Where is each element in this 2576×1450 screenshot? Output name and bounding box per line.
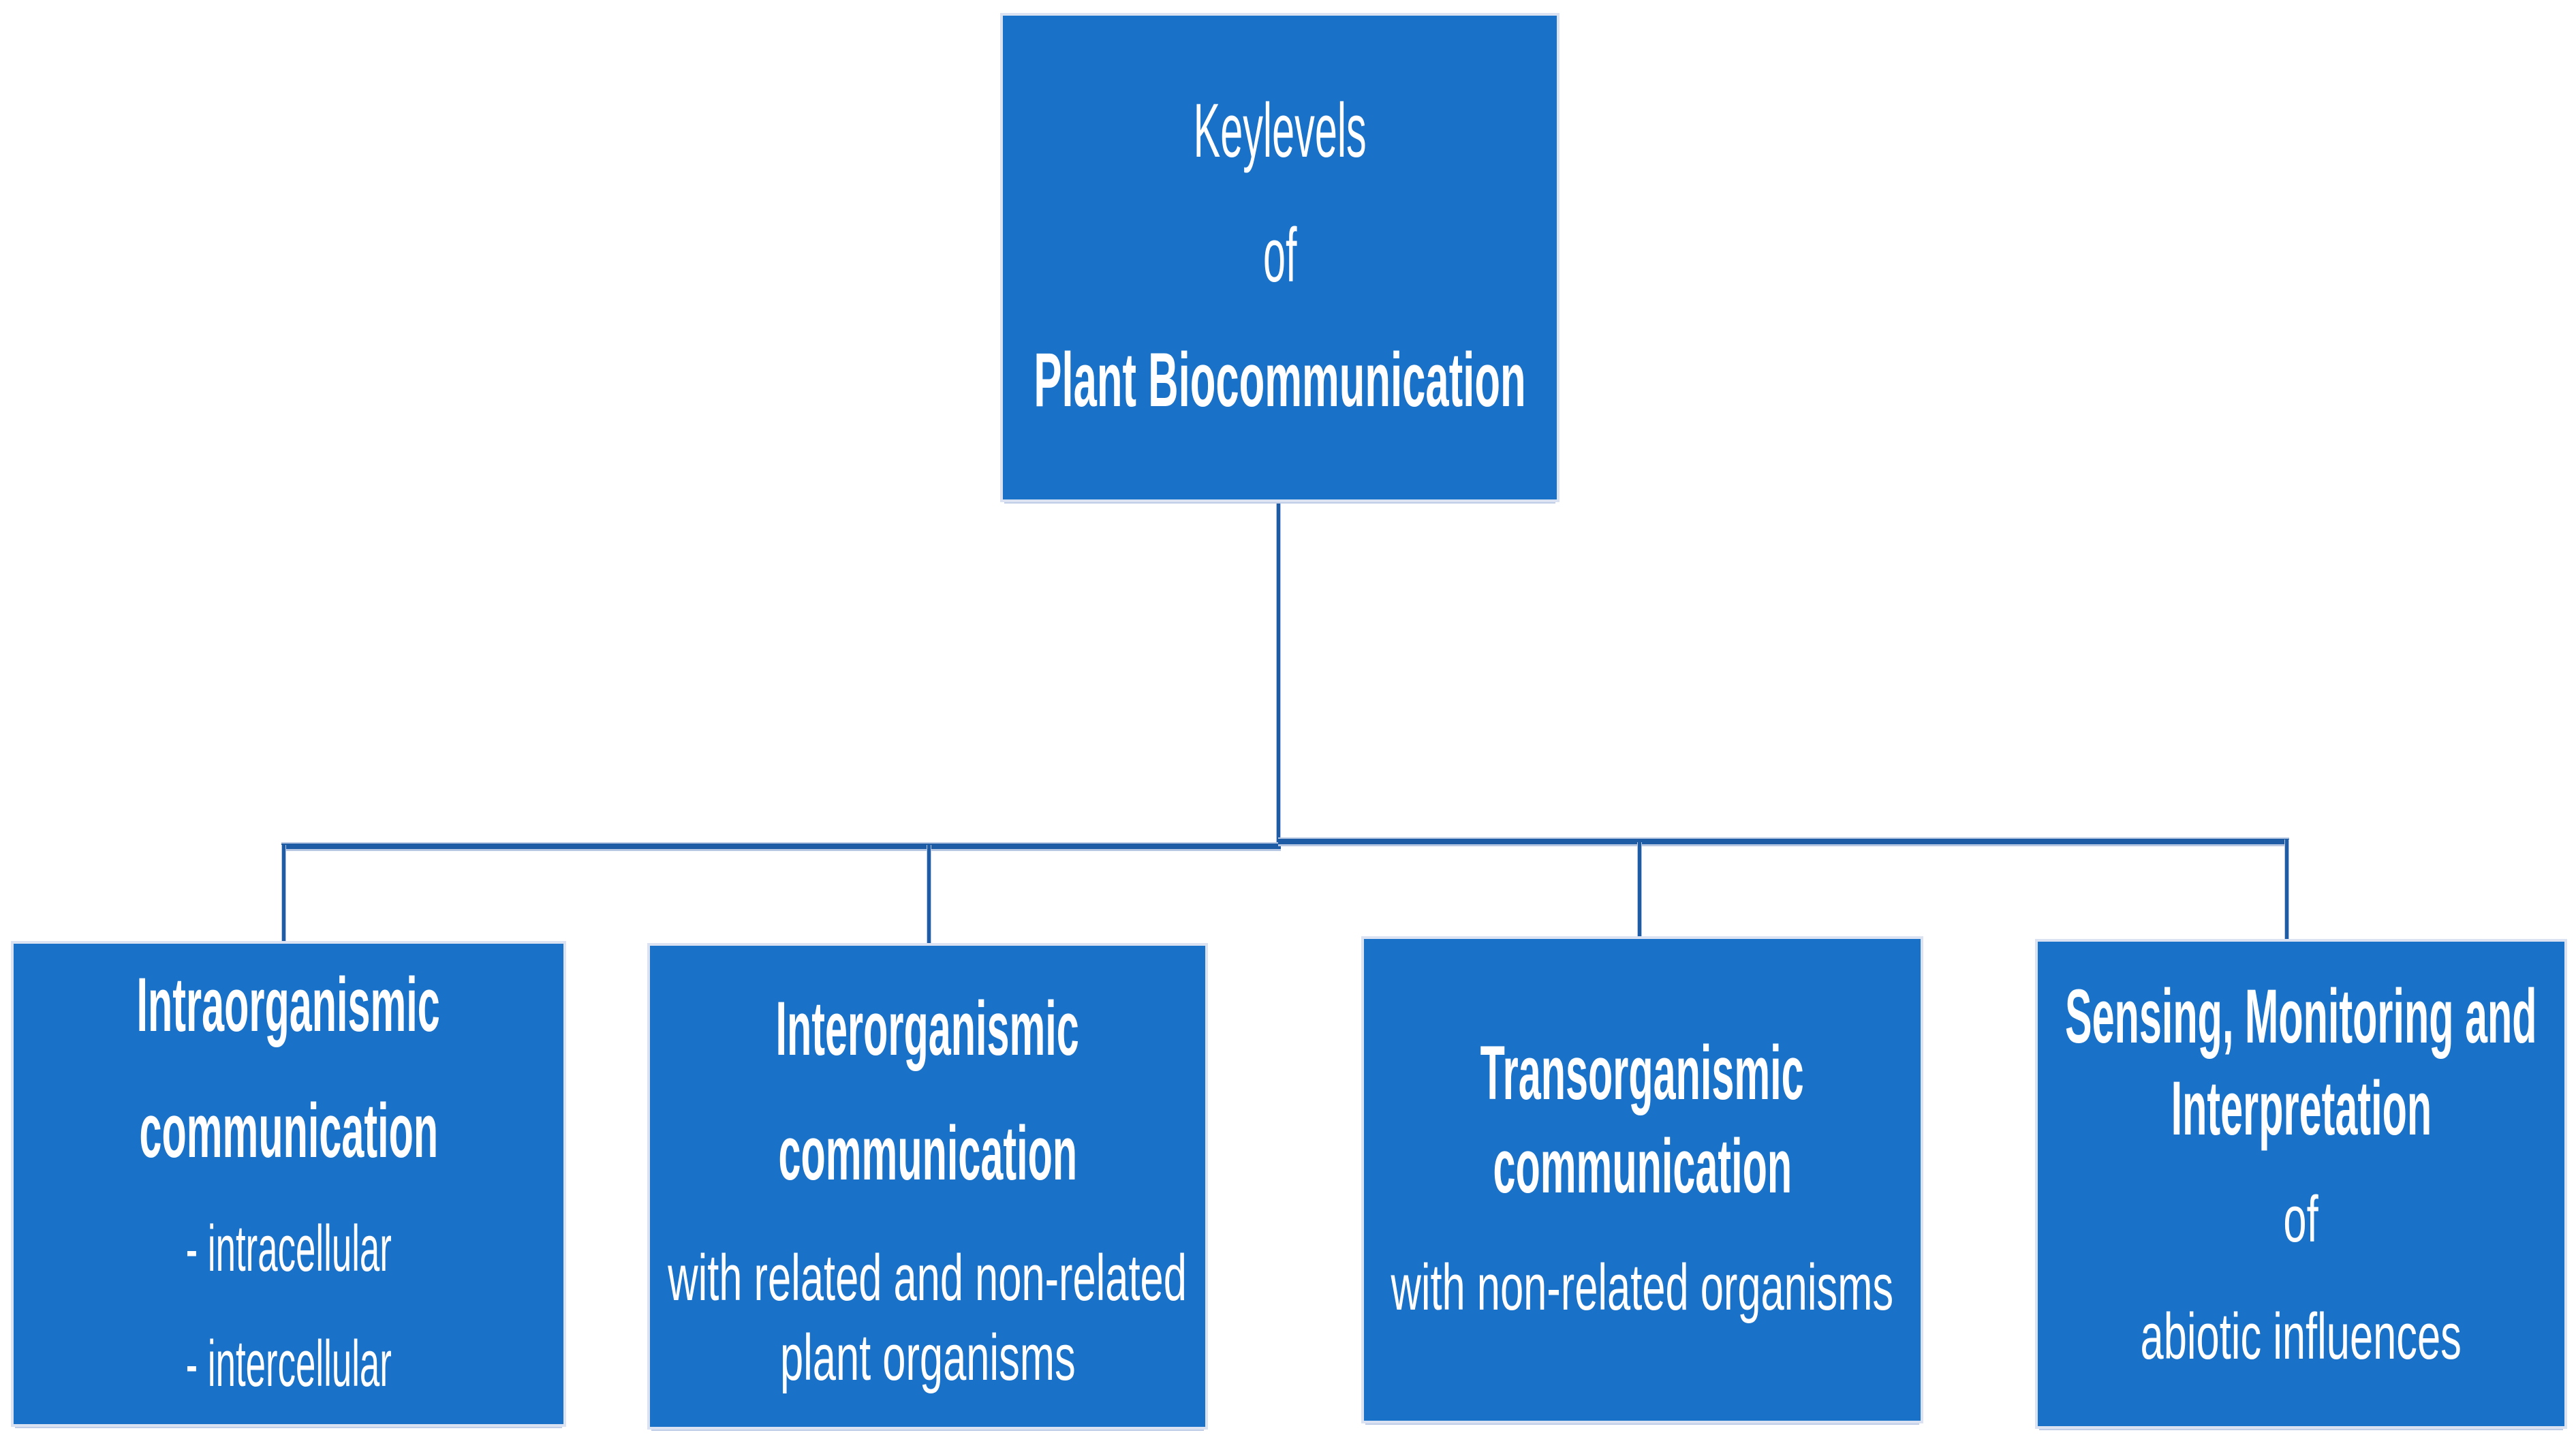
transorganismic-title-text-2: communication xyxy=(1493,1124,1792,1209)
connector-horizontal-left xyxy=(281,842,1281,851)
intraorganismic-title-line-1: Intraorganismic xyxy=(14,954,563,1056)
root-box-text-of: of xyxy=(1262,213,1297,298)
root-box-line-1: Keylevels xyxy=(1003,80,1557,182)
connector-drop-sensing xyxy=(2284,839,2289,943)
intraorganismic-title-text-2: communication xyxy=(139,1088,438,1173)
root-box-text-keylevels: Keylevels xyxy=(1193,88,1367,173)
intraorganismic-item-line-1: - intracellular xyxy=(14,1198,563,1300)
interorganismic-title-text: Interorganismic xyxy=(775,986,1080,1071)
intraorganismic-title-line-2: communication xyxy=(14,1080,563,1182)
interorganismic-body-line-2: plant organisms xyxy=(650,1307,1205,1409)
child-box-intraorganismic: Intraorganismic communication - intracel… xyxy=(14,944,563,1424)
sensing-title-line-1: Sensing, Monitoring and xyxy=(2038,966,2564,1068)
interorganismic-title-text-2: communication xyxy=(778,1111,1077,1196)
child-box-interorganismic: Interorganismic communication with relat… xyxy=(650,946,1205,1427)
transorganismic-title-line-2: communication xyxy=(1364,1115,1921,1218)
intraorganismic-title-text: Intraorganismic xyxy=(136,962,441,1047)
connector-horizontal-right xyxy=(1278,837,2289,846)
root-box-line-2: of xyxy=(1003,204,1557,307)
sensing-title-text-2: Interpretation xyxy=(2171,1066,2432,1151)
transorganismic-title-text: Transorganismic xyxy=(1480,1030,1805,1115)
connector-drop-interorganismic xyxy=(927,845,931,947)
sensing-body-line-1: of xyxy=(2038,1169,2564,1271)
interorganismic-body-text-1: with related and non-related xyxy=(668,1241,1188,1314)
intraorganismic-item-line-2: - intercellular xyxy=(14,1313,563,1415)
child-box-transorganismic: Transorganismic communication with non-r… xyxy=(1364,939,1921,1421)
transorganismic-title-line-1: Transorganismic xyxy=(1364,1022,1921,1124)
interorganismic-title-line-1: Interorganismic xyxy=(650,978,1205,1080)
intraorganismic-item-intracellular: - intracellular xyxy=(185,1212,392,1285)
intraorganismic-item-intercellular: - intercellular xyxy=(185,1327,392,1400)
root-box-keylevels: Keylevels of Plant Biocommunication xyxy=(1003,16,1557,499)
interorganismic-body-text-2: plant organisms xyxy=(779,1321,1076,1394)
transorganismic-body-line-1: with non-related organisms xyxy=(1364,1237,1921,1339)
connector-drop-intraorganismic xyxy=(281,845,286,946)
sensing-body-line-2: abiotic influences xyxy=(2038,1286,2564,1388)
sensing-title-text: Sensing, Monitoring and xyxy=(2065,974,2537,1059)
interorganismic-title-line-2: communication xyxy=(650,1102,1205,1205)
root-box-line-3: Plant Biocommunication xyxy=(1003,329,1557,431)
interorganismic-body-line-1: with related and non-related xyxy=(650,1227,1205,1329)
sensing-body-text-abiotic: abiotic influences xyxy=(2140,1300,2462,1373)
child-box-sensing-monitoring: Sensing, Monitoring and Interpretation o… xyxy=(2038,942,2564,1426)
connector-root-stem xyxy=(1276,499,1281,845)
connector-drop-transorganismic xyxy=(1637,842,1642,942)
transorganismic-body-text: with non-related organisms xyxy=(1391,1251,1894,1324)
sensing-title-line-2: Interpretation xyxy=(2038,1058,2564,1160)
root-box-text-plant-biocommunication: Plant Biocommunication xyxy=(1034,337,1526,422)
sensing-body-text-of: of xyxy=(2283,1183,2319,1256)
